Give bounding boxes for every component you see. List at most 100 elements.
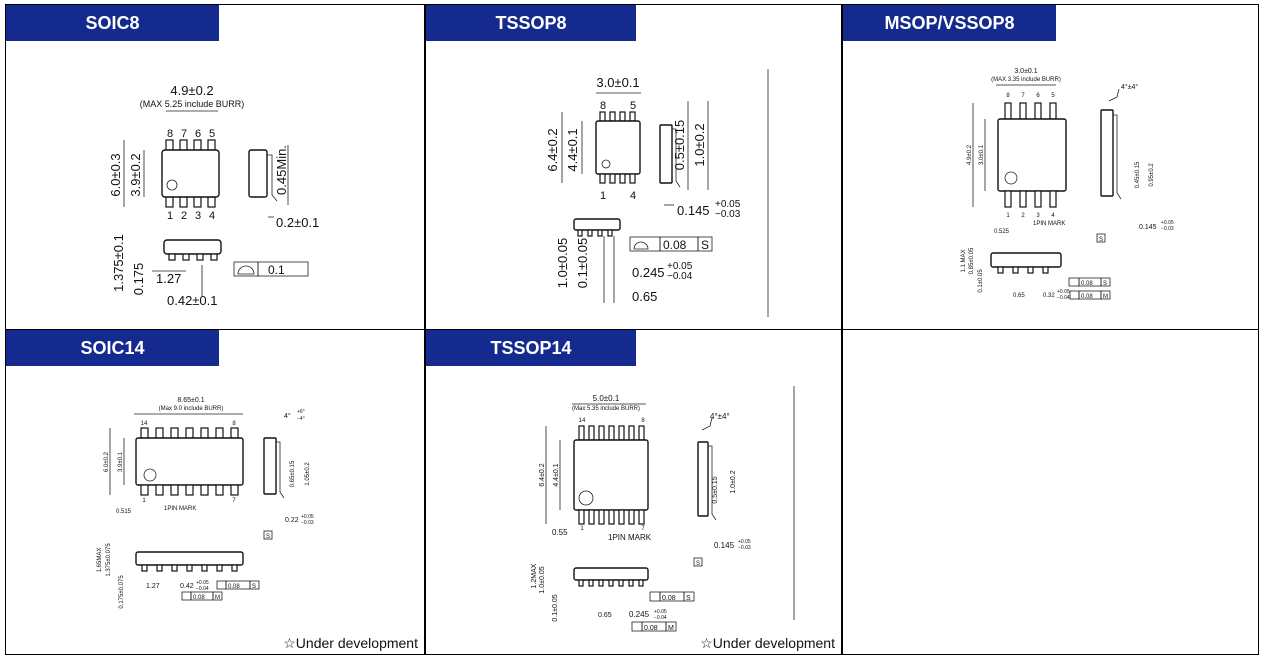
dim-pitch: 0.65	[1013, 293, 1025, 299]
dim-angle: 4°±4°	[710, 412, 730, 421]
dim-height: 1.1 MAX	[961, 249, 967, 272]
dim-lead-thk: 0.145	[677, 203, 710, 218]
pin-mark: 1PIN MARK	[164, 506, 196, 512]
dim-length: 4.9±0.2	[170, 83, 213, 98]
package-grid: SOIC8 4.9±0.2 (MAX 5.25 include BURR) 8 …	[5, 4, 1259, 655]
pin-label: 8	[641, 418, 645, 424]
ic-body	[595, 120, 641, 175]
bottom-pins	[578, 509, 645, 525]
dim-standoff: 0.1±0.05	[575, 238, 590, 289]
package-title: TSSOP14	[426, 330, 636, 366]
dim-lead-thk: 0.2±0.1	[276, 215, 319, 230]
pin-label: 3	[1036, 213, 1040, 219]
dim-body-h: 1.0±0.05	[539, 566, 546, 593]
dim-height: 1.0±0.05	[555, 238, 570, 289]
tol-plus: +0.05	[667, 261, 693, 272]
mmc: M	[668, 625, 674, 632]
top-pins	[140, 427, 239, 439]
pin-label: 4	[630, 190, 636, 202]
tol-plus: +0.05	[1057, 289, 1070, 295]
tol-minus: −0.04	[654, 615, 667, 621]
dim-edge: 0.515	[116, 509, 132, 515]
pin-label: 1	[142, 498, 146, 504]
pin-label: 7	[641, 526, 645, 532]
dim-lead-thk: 0.145	[1139, 224, 1157, 231]
tol-minus: −0.03	[301, 520, 314, 526]
dim-lead-b: 1.0±0.2	[730, 470, 737, 493]
dim-position: 0.08	[644, 625, 658, 632]
tol-plus: +0.05	[196, 580, 209, 586]
pin-label: 7	[181, 128, 187, 140]
dim-width-body: 4.4±0.1	[565, 128, 580, 171]
dim-length: 5.0±0.1	[593, 394, 620, 403]
pin-label: 8	[600, 100, 606, 112]
cell-tssop8: TSSOP8 3.0±0.1 8 5 1 4 6.4±0.2 4.4±0.1 0…	[425, 4, 842, 330]
dim-lead-b: 1.05±0.2	[305, 462, 311, 486]
pin-mark: 1PIN MARK	[608, 533, 652, 542]
dim-position: 0.08	[1081, 294, 1093, 300]
soic8-drawing: 4.9±0.2 (MAX 5.25 include BURR) 8 7 6 5 …	[108, 83, 319, 308]
datum: S	[1099, 237, 1103, 243]
pin-label: 6	[1036, 93, 1040, 99]
pin-mark: 1PIN MARK	[1033, 221, 1065, 227]
pin-label: 14	[141, 421, 148, 427]
tol-plus: +0.05	[301, 514, 314, 520]
pin-label: 4	[209, 210, 215, 222]
dim-flatness: 0.1	[268, 263, 285, 277]
cell-msop8: MSOP/VSSOP8 3.0±0.1 (MAX 3.35 include BU…	[842, 4, 1259, 330]
dim-burr-note: (Max 5.35 include BURR)	[572, 406, 640, 412]
ic-body	[997, 118, 1067, 192]
ic-body	[573, 439, 649, 511]
dim-flatness: 0.08	[1081, 281, 1093, 287]
dim-edge: 0.55	[552, 528, 568, 537]
dim-pitch: 0.65	[598, 612, 612, 619]
pin-label: 7	[232, 498, 236, 504]
mmc: M	[1103, 294, 1108, 300]
dim-burr-note: (MAX 3.35 include BURR)	[991, 77, 1061, 83]
dim-lead-a: 0.5±0.15	[672, 120, 687, 171]
dim-height: 1.2MAX	[531, 563, 538, 588]
pin-label: 6	[195, 128, 201, 140]
pin-label: 8	[232, 421, 236, 427]
pin-label: 1	[600, 190, 606, 202]
pin-label: 5	[630, 100, 636, 112]
ic-body	[135, 437, 244, 486]
tol-plus: +0.05	[1161, 220, 1174, 226]
dim-standoff: 0.175	[131, 263, 146, 296]
msop8-drawing: 3.0±0.1 (MAX 3.35 include BURR) 4°±4° 8 …	[961, 68, 1174, 301]
dim-lead-w: 0.245	[632, 265, 665, 280]
dim-width-body: 3.9±0.2	[128, 153, 143, 196]
dim-flatness: 0.08	[663, 238, 687, 252]
dim-lead-a: 0.5±0.15	[712, 476, 719, 503]
cell-empty	[842, 329, 1259, 655]
pin-label: 8	[167, 128, 173, 140]
tol-minus: −4°	[297, 416, 305, 422]
package-title: TSSOP8	[426, 5, 636, 41]
dim-width-total: 6.4±0.2	[539, 463, 546, 486]
pin-label: 3	[195, 210, 201, 222]
datum: S	[686, 595, 691, 602]
pin-label: 4	[1051, 213, 1055, 219]
dim-lead-thk: 0.22	[285, 517, 299, 524]
tol-minus: −0.03	[1161, 226, 1174, 232]
status-note: ☆Under development	[700, 635, 835, 651]
dim-burr-note: (Max 9.0 include BURR)	[159, 406, 224, 412]
cell-tssop14: TSSOP14 5.0±0.1 (Max 5.35 include BURR) …	[425, 329, 842, 655]
soic14-drawing: 8.65±0.1 (Max 9.0 include BURR) 14 8 1 7…	[97, 397, 314, 609]
status-note: ☆Under development	[283, 635, 418, 651]
dim-lead-thk: 0.145	[714, 541, 735, 550]
datum: S	[696, 561, 700, 567]
bottom-pins	[140, 484, 239, 496]
dim-lead-w: 0.42±0.1	[167, 293, 218, 308]
dim-width-total: 6.0±0.3	[108, 153, 123, 196]
cell-soic14: SOIC14 8.65±0.1 (Max 9.0 include BURR) 1…	[5, 329, 425, 655]
tssop14-drawing: 5.0±0.1 (Max 5.35 include BURR) 14 8 1 7…	[531, 386, 795, 632]
package-title: MSOP/VSSOP8	[843, 5, 1056, 41]
dim-height: 1.65MAX	[97, 548, 103, 573]
dim-flatness: 0.08	[662, 595, 676, 602]
dim-lead-a: 0.65±0.15	[290, 460, 296, 487]
dim-width-body: 3.0±0.1	[979, 144, 985, 165]
ic-body	[161, 149, 220, 198]
dim-angle: 4°	[284, 412, 291, 420]
dim-angle: 4°±4°	[1121, 83, 1138, 91]
